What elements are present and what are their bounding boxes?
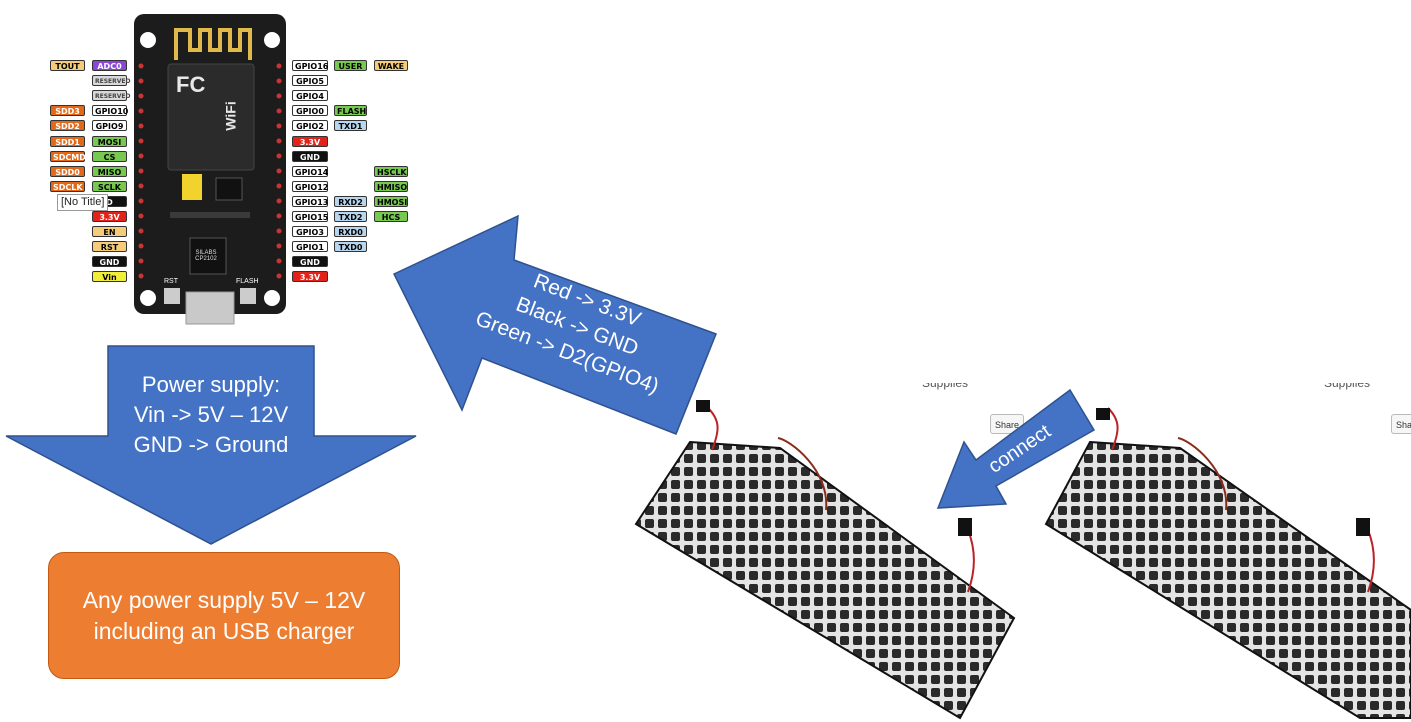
right-pin-label: GPIO4 bbox=[292, 90, 328, 101]
right-pin-label: GPIO2 bbox=[292, 120, 328, 131]
left-pin-label: CS bbox=[92, 151, 127, 162]
flash-button-label: FLASH bbox=[236, 278, 259, 285]
led-matrix-panel-1 bbox=[634, 400, 1016, 720]
power-box-line-2: including an USB charger bbox=[93, 617, 355, 644]
right-pin-label: GND bbox=[292, 256, 328, 267]
power-arrow-line-2: Vin -> 5V – 12V bbox=[133, 402, 289, 427]
wifi-logo: WiFi bbox=[222, 101, 239, 131]
wiring-arrow bbox=[392, 214, 717, 435]
nodemcu-board: FC WiFi SILABS CP2102 RST FLASH TOUT ADC0… bbox=[0, 0, 420, 330]
left-pin-label: GPIO9 bbox=[92, 120, 127, 131]
right-pin-function-label: RXD0 bbox=[334, 226, 367, 237]
left-pin-label: RESERVED bbox=[92, 90, 130, 101]
left-pin-label: RST bbox=[92, 241, 127, 252]
right-pin-label: GND bbox=[292, 151, 328, 162]
fc-logo: FC bbox=[176, 72, 206, 97]
chip-label: SILABS CP2102 bbox=[195, 250, 217, 262]
left-pin-label: RESERVED bbox=[92, 75, 130, 86]
left-pin-label: MOSI bbox=[92, 136, 127, 147]
right-pin-label: GPIO12 bbox=[292, 181, 328, 192]
left-pin-alt-label: SDD2 bbox=[50, 120, 85, 131]
led-matrix-panel-2 bbox=[1044, 407, 1411, 719]
power-supply-box: Any power supply 5V – 12V including an U… bbox=[48, 552, 400, 679]
left-pin-label: ADC0 bbox=[92, 60, 127, 71]
right-pin-function-label: TXD0 bbox=[334, 241, 367, 252]
right-pin-function-label: TXD1 bbox=[334, 120, 367, 131]
left-pin-label: SCLK bbox=[92, 181, 127, 192]
right-pin-function-label: RXD2 bbox=[334, 196, 367, 207]
left-pin-alt-label: SDCLK bbox=[50, 181, 85, 192]
right-pin-label: GPIO5 bbox=[292, 75, 328, 86]
nodemcu-board-graphic bbox=[134, 14, 286, 325]
left-pin-alt-label: SDD3 bbox=[50, 105, 85, 116]
left-pin-alt-label: TOUT bbox=[50, 60, 85, 71]
right-pin-label: GPIO1 bbox=[292, 241, 328, 252]
right-pin-function-label-2: HMOSI bbox=[374, 196, 408, 207]
share-button-2[interactable]: Sha bbox=[1391, 414, 1411, 434]
left-pin-label: GPIO10 bbox=[92, 105, 128, 116]
right-pin-label: GPIO16 bbox=[292, 60, 328, 71]
left-pin-label: GND bbox=[92, 256, 127, 267]
right-pin-function-label-2: WAKE bbox=[374, 60, 408, 71]
left-pin-alt-label: SDD1 bbox=[50, 136, 85, 147]
right-pin-label: GPIO13 bbox=[292, 196, 328, 207]
power-arrow bbox=[5, 345, 417, 545]
power-arrow-text: Power supply: Vin -> 5V – 12V GND -> Gro… bbox=[108, 370, 314, 460]
left-pin-label: MISO bbox=[92, 166, 127, 177]
left-pin-label: EN bbox=[92, 226, 127, 237]
right-pin-label: 3.3V bbox=[292, 136, 328, 147]
left-pin-label: Vin bbox=[92, 271, 127, 282]
left-pin-alt-label: SDCMD bbox=[50, 151, 86, 162]
connect-arrow bbox=[936, 388, 1096, 509]
left-pin-alt-label: SDD0 bbox=[50, 166, 85, 177]
right-pin-label: 3.3V bbox=[292, 271, 328, 282]
right-pin-label: GPIO14 bbox=[292, 166, 328, 177]
power-box-line-1: Any power supply 5V – 12V bbox=[82, 586, 366, 613]
right-pin-label: GPIO0 bbox=[292, 105, 328, 116]
right-pin-function-label-2: HMISO bbox=[374, 181, 408, 192]
right-pin-function-label-2: HSCLK bbox=[374, 166, 408, 177]
power-arrow-line-1: Power supply: bbox=[141, 372, 281, 397]
matrix-fragment-text-2: Supplies bbox=[1324, 376, 1371, 390]
tooltip: [No Title] bbox=[57, 194, 109, 211]
rst-button-label: RST bbox=[164, 278, 178, 285]
right-pin-label: GPIO3 bbox=[292, 226, 328, 237]
right-pin-function-label-2: HCS bbox=[374, 211, 408, 222]
right-pin-function-label: TXD2 bbox=[334, 211, 367, 222]
right-pin-label: GPIO15 bbox=[292, 211, 328, 222]
right-pin-function-label: USER bbox=[334, 60, 367, 71]
left-pin-label: 3.3V bbox=[92, 211, 127, 222]
right-pin-function-label: FLASH bbox=[334, 105, 367, 116]
matrix-fragment-text-1: Supplies bbox=[922, 376, 969, 390]
power-arrow-line-3: GND -> Ground bbox=[133, 432, 289, 457]
